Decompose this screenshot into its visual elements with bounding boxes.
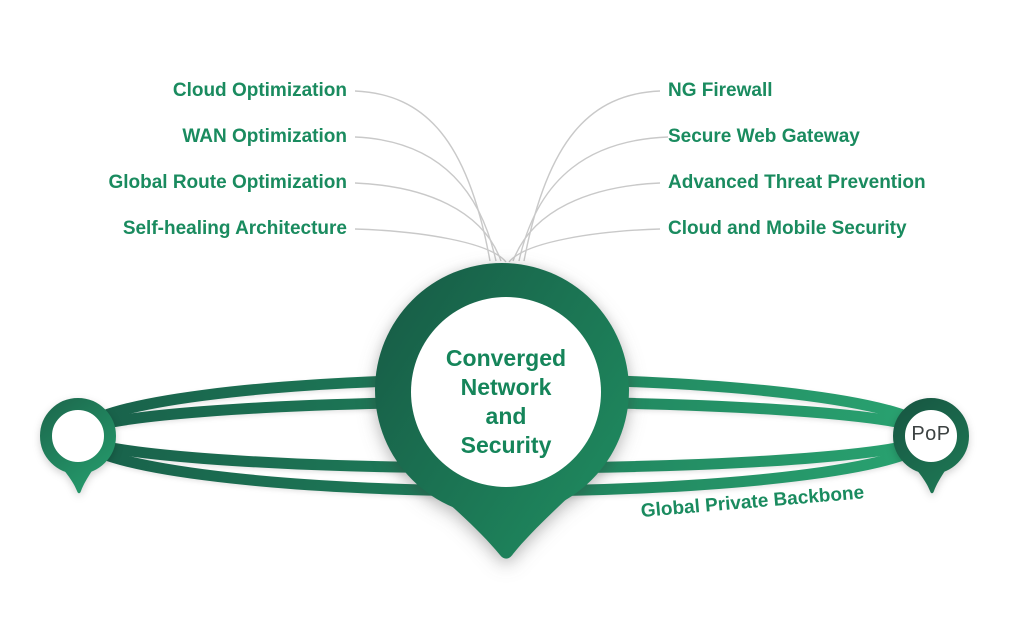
pop-node-pin	[893, 398, 969, 494]
center-pin-title: Converged Network and Security	[406, 344, 606, 460]
center-pin-title-line-1: Converged	[445, 345, 567, 371]
connector-global-route-optimization	[354, 182, 502, 262]
center-pin-title-line-4: Security	[460, 432, 552, 458]
left-node-pin-ring	[40, 398, 116, 474]
center-pin	[375, 263, 629, 559]
feature-label-cloud-optimization: Cloud Optimization	[172, 80, 347, 101]
center-pin-inner-circle	[411, 297, 601, 487]
feature-connector-lines	[354, 90, 669, 263]
feature-label-self-healing-architecture: Self-healing Architecture	[122, 218, 347, 239]
feature-label-global-route-optimization: Global Route Optimization	[108, 172, 347, 193]
feature-label-secure-web-gateway: Secure Web Gateway	[668, 126, 860, 147]
pop-node-pin-ring	[893, 398, 969, 474]
connector-ng-firewall	[523, 90, 661, 262]
center-pin-title-line-3: and	[485, 403, 527, 429]
connector-wan-optimization	[354, 136, 497, 262]
connector-cloud-and-mobile-security	[508, 228, 661, 263]
connector-secure-web-gateway	[518, 136, 669, 262]
feature-label-ng-firewall: NG Firewall	[668, 80, 773, 101]
feature-label-cloud-and-mobile-security: Cloud and Mobile Security	[668, 218, 907, 239]
center-pin-tail	[405, 463, 605, 559]
feature-label-wan-optimization: WAN Optimization	[182, 126, 347, 147]
connector-self-healing-architecture	[354, 228, 507, 263]
feature-label-advanced-threat-prevention: Advanced Threat Prevention	[668, 172, 926, 193]
connector-cloud-optimization	[354, 90, 491, 262]
center-pin-title-line-2: Network	[460, 374, 552, 400]
left-node-pin	[40, 398, 116, 494]
pop-node-label: PoP	[911, 423, 951, 445]
connector-advanced-threat-prevention	[512, 182, 661, 262]
